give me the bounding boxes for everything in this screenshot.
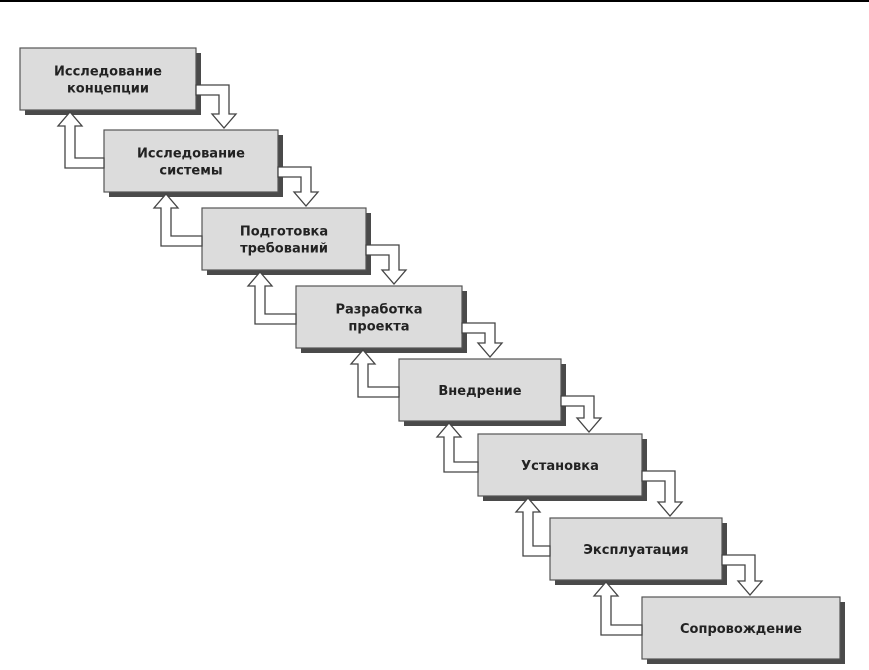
forward-arrow — [461, 322, 504, 358]
stage-label: Исследование — [54, 65, 162, 80]
stage-label: Установка — [521, 459, 599, 474]
feedback-arrow — [152, 193, 203, 247]
feedback-arrow — [435, 422, 479, 473]
feedback-arrow — [56, 111, 105, 169]
stage-label: системы — [159, 164, 222, 179]
feedback-arrow — [514, 497, 551, 557]
stage-box-7 — [549, 517, 723, 581]
stage-label: требований — [240, 242, 328, 257]
stage-box-8 — [641, 596, 841, 660]
feedback-arrow — [246, 271, 297, 325]
stage-box-2 — [103, 129, 279, 193]
stage-box-4 — [295, 285, 463, 349]
top-rule — [0, 0, 869, 2]
stage-label: Исследование — [137, 147, 245, 162]
stage-box-1 — [19, 47, 197, 111]
stage-box-6 — [477, 433, 643, 497]
feedback-arrow — [349, 349, 400, 398]
forward-arrow — [560, 395, 603, 433]
forward-arrow — [365, 244, 408, 285]
forward-arrow — [195, 84, 238, 129]
stage-label: концепции — [67, 82, 149, 97]
feedback-arrow — [592, 581, 643, 636]
stage-label: Сопровождение — [680, 622, 802, 637]
stage-label: проекта — [348, 320, 409, 335]
stage-label: Внедрение — [438, 384, 521, 399]
stage-label: Подготовка — [240, 225, 328, 240]
forward-arrow — [277, 166, 320, 207]
forward-arrow — [641, 470, 684, 517]
stage-box-3 — [201, 207, 367, 271]
stage-label: Разработка — [335, 303, 422, 318]
stage-label: Эксплуатация — [583, 543, 688, 558]
forward-arrow — [721, 554, 764, 596]
